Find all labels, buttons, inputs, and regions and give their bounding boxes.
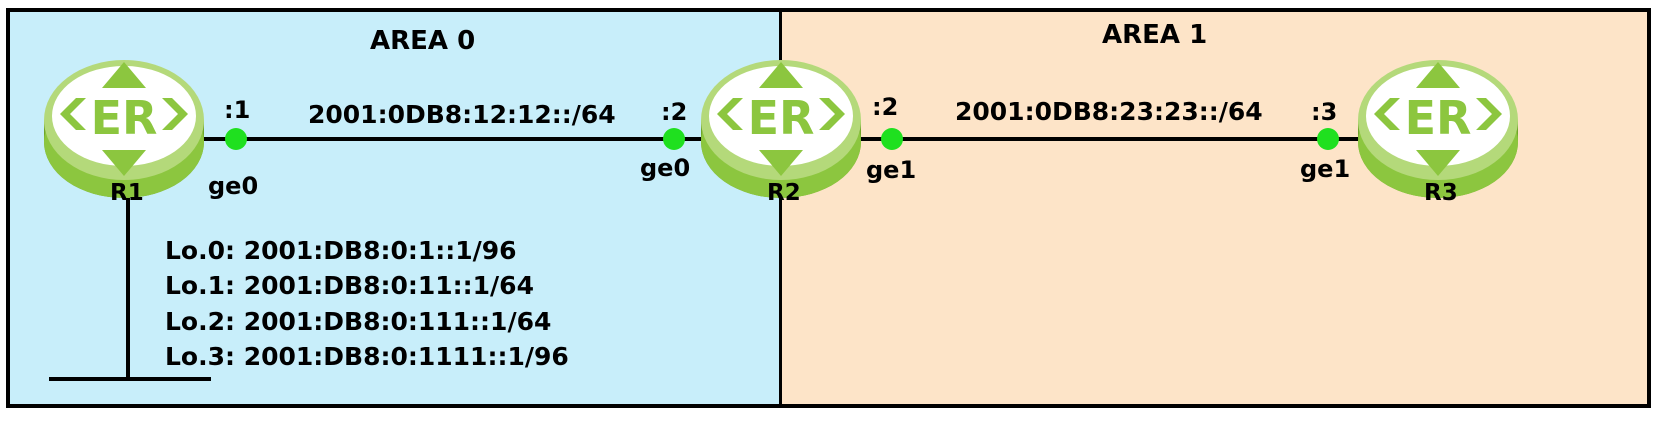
link-r1-r2-line xyxy=(200,137,705,141)
router-r1-name: R1 xyxy=(110,180,144,206)
r1-lan-drop-line xyxy=(126,190,130,380)
r3-ge1-interface-dot xyxy=(1317,128,1339,150)
area-1-zone xyxy=(779,8,1651,408)
svg-text:ER: ER xyxy=(748,91,815,145)
router-r1-icon: ER xyxy=(44,60,204,198)
r1-host-label: :1 xyxy=(224,96,251,124)
r2-left-host-label: :2 xyxy=(661,98,688,126)
r2-right-interface-label: ge1 xyxy=(866,156,917,184)
r3-host-label: :3 xyxy=(1311,98,1338,126)
link-r2-r3-network: 2001:0DB8:23:23::/64 xyxy=(955,97,1263,126)
loopback-3: Lo.3: 2001:DB8:0:1111::1/96 xyxy=(165,342,569,371)
r2-right-host-label: :2 xyxy=(872,93,899,121)
router-r3: ER xyxy=(1352,52,1524,206)
router-r2-icon: ER xyxy=(701,60,861,198)
svg-text:ER: ER xyxy=(91,91,158,145)
r3-interface-label: ge1 xyxy=(1300,155,1351,183)
r1-interface-label: ge0 xyxy=(208,172,259,200)
area-1-label: AREA 1 xyxy=(1102,20,1208,50)
loopback-1: Lo.1: 2001:DB8:0:11::1/64 xyxy=(165,271,534,300)
link-r1-r2-network: 2001:0DB8:12:12::/64 xyxy=(308,100,616,129)
r1-lan-segment xyxy=(49,377,211,381)
area-0-label: AREA 0 xyxy=(370,26,476,56)
r1-ge0-interface-dot xyxy=(225,128,247,150)
router-r3-icon: ER xyxy=(1358,60,1518,198)
svg-text:ER: ER xyxy=(1405,91,1472,145)
loopback-2: Lo.2: 2001:DB8:0:111::1/64 xyxy=(165,307,552,336)
router-r2-name: R2 xyxy=(767,180,801,206)
router-r2: ER xyxy=(695,52,867,206)
r2-ge1-interface-dot xyxy=(881,128,903,150)
router-r3-name: R3 xyxy=(1424,180,1458,206)
router-r1: ER xyxy=(38,52,210,206)
r2-ge0-interface-dot xyxy=(663,128,685,150)
r2-left-interface-label: ge0 xyxy=(640,154,691,182)
link-r2-r3-line xyxy=(855,137,1360,141)
loopback-0: Lo.0: 2001:DB8:0:1::1/96 xyxy=(165,236,517,265)
